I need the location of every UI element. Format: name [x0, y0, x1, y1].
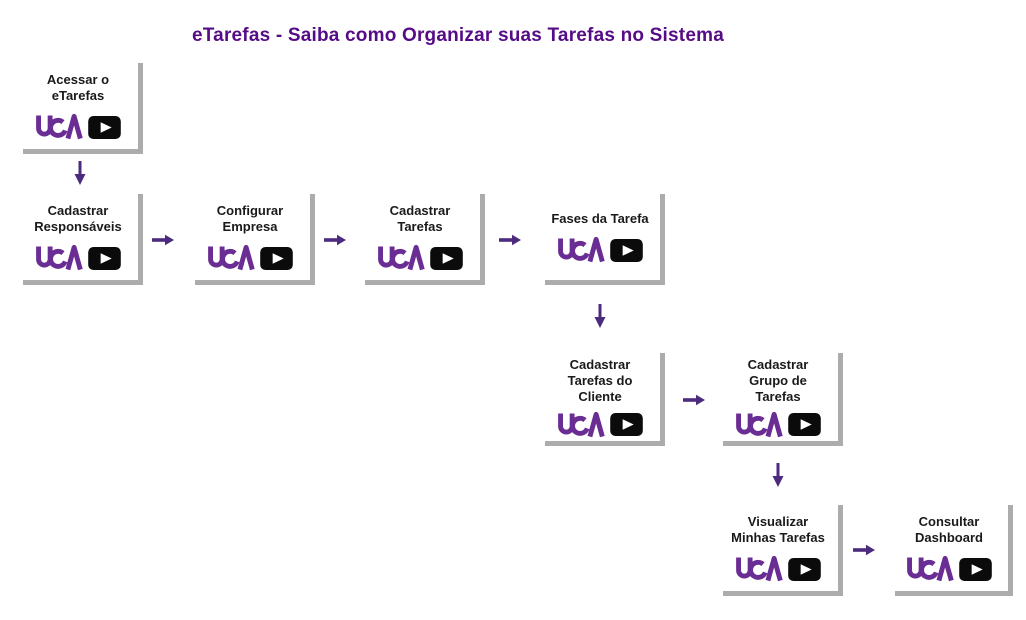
play-icon [610, 239, 643, 262]
page-title: eTarefas - Saiba como Organizar suas Tar… [192, 25, 724, 46]
uca-brand-icon [735, 411, 783, 439]
arrow-down-icon [72, 160, 88, 186]
flow-node-cadastrar-grupo-tarefas[interactable]: Cadastrar Grupo de Tarefas [718, 348, 838, 441]
play-icon [788, 558, 821, 581]
node-label: Cadastrar Tarefas [389, 203, 451, 234]
node-label: Cadastrar Grupo de Tarefas [747, 356, 809, 404]
node-label: Acessar o eTarefas [46, 72, 110, 103]
uca-brand-icon [906, 555, 954, 583]
video-logo [557, 411, 643, 439]
flow-node-consultar-dashboard[interactable]: Consultar Dashboard [890, 500, 1008, 591]
flow-node-configurar-empresa[interactable]: Configurar Empresa [190, 189, 310, 280]
arrow-right-icon [682, 393, 706, 407]
uca-brand-icon [557, 236, 605, 264]
video-logo [557, 236, 643, 264]
video-logo [35, 244, 121, 272]
video-logo [735, 555, 821, 583]
flow-node-visualizar-minhas-tarefas[interactable]: Visualizar Minhas Tarefas [718, 500, 838, 591]
uca-brand-icon [735, 555, 783, 583]
node-label: Consultar Dashboard [915, 514, 983, 545]
node-label: Fases da Tarefa [551, 211, 649, 226]
uca-brand-icon [35, 244, 83, 272]
uca-brand-icon [557, 411, 605, 439]
node-label: Cadastrar Responsáveis [34, 203, 122, 234]
uca-brand-icon [35, 113, 83, 141]
node-label: Configurar Empresa [216, 203, 284, 234]
node-label: Cadastrar Tarefas do Cliente [567, 356, 633, 404]
flow-node-cadastrar-tarefas-cliente[interactable]: Cadastrar Tarefas do Cliente [540, 348, 660, 441]
play-icon [788, 413, 821, 436]
play-icon [88, 116, 121, 139]
arrow-right-icon [323, 233, 347, 247]
video-logo [377, 244, 463, 272]
play-icon [430, 247, 463, 270]
arrow-right-icon [852, 543, 876, 557]
uca-brand-icon [207, 244, 255, 272]
flow-node-cadastrar-responsaveis[interactable]: Cadastrar Responsáveis [18, 189, 138, 280]
video-logo [906, 555, 992, 583]
play-icon [610, 413, 643, 436]
arrow-right-icon [498, 233, 522, 247]
flow-node-fases-da-tarefa[interactable]: Fases da Tarefa [540, 189, 660, 280]
play-icon [260, 247, 293, 270]
flow-node-acessar-etarefas[interactable]: Acessar o eTarefas [18, 58, 138, 149]
node-label: Visualizar Minhas Tarefas [731, 514, 825, 545]
arrow-down-icon [770, 462, 786, 488]
video-logo [207, 244, 293, 272]
play-icon [88, 247, 121, 270]
video-logo [735, 411, 821, 439]
video-logo [35, 113, 121, 141]
arrow-right-icon [151, 233, 175, 247]
play-icon [959, 558, 992, 581]
flow-node-cadastrar-tarefas[interactable]: Cadastrar Tarefas [360, 189, 480, 280]
uca-brand-icon [377, 244, 425, 272]
arrow-down-icon [592, 303, 608, 329]
